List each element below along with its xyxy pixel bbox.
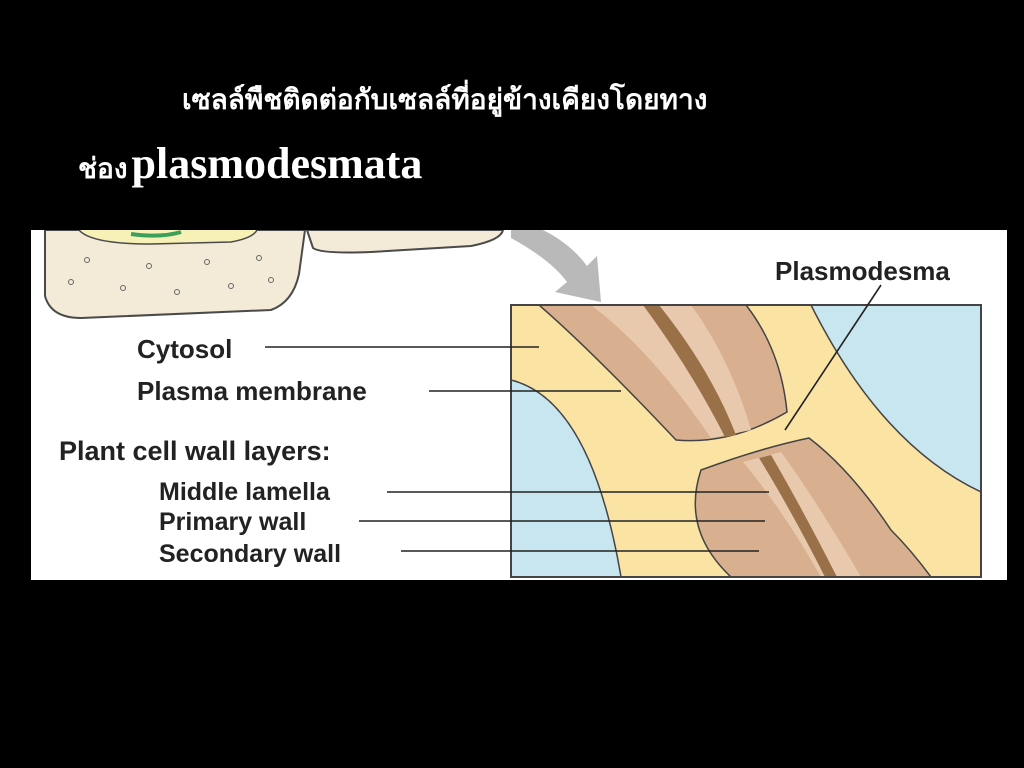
title-thai-word: ช่อง	[78, 152, 128, 185]
label-cytosol: Cytosol	[137, 334, 232, 364]
slide-title-line2: ช่อง plasmodesmata	[78, 138, 422, 191]
label-secondary-wall: Secondary wall	[159, 540, 341, 568]
slide-title-line1: เซลล์พืชติดต่อกับเซลล์ที่อยู่ข้างเคียงโด…	[182, 83, 708, 116]
leader-lines	[265, 284, 882, 552]
diagram-svg: Cytosol Plasma membrane Plant cell wall …	[44, 230, 982, 578]
plasmodesmata-figure: Cytosol Plasma membrane Plant cell wall …	[31, 230, 1007, 580]
label-middle-lamella: Middle lamella	[159, 478, 331, 506]
label-plasma-membrane: Plasma membrane	[137, 376, 367, 406]
zoom-detail	[511, 305, 981, 577]
label-plasmodesma: Plasmodesma	[775, 256, 950, 286]
zoom-arrow	[511, 230, 601, 302]
zoom-box-border	[510, 304, 982, 578]
label-wall-layers-heading: Plant cell wall layers:	[59, 436, 331, 466]
title-term-plasmodesmata: plasmodesmata	[131, 139, 423, 188]
label-primary-wall: Primary wall	[159, 508, 306, 536]
plant-cell-fragment	[44, 230, 505, 320]
